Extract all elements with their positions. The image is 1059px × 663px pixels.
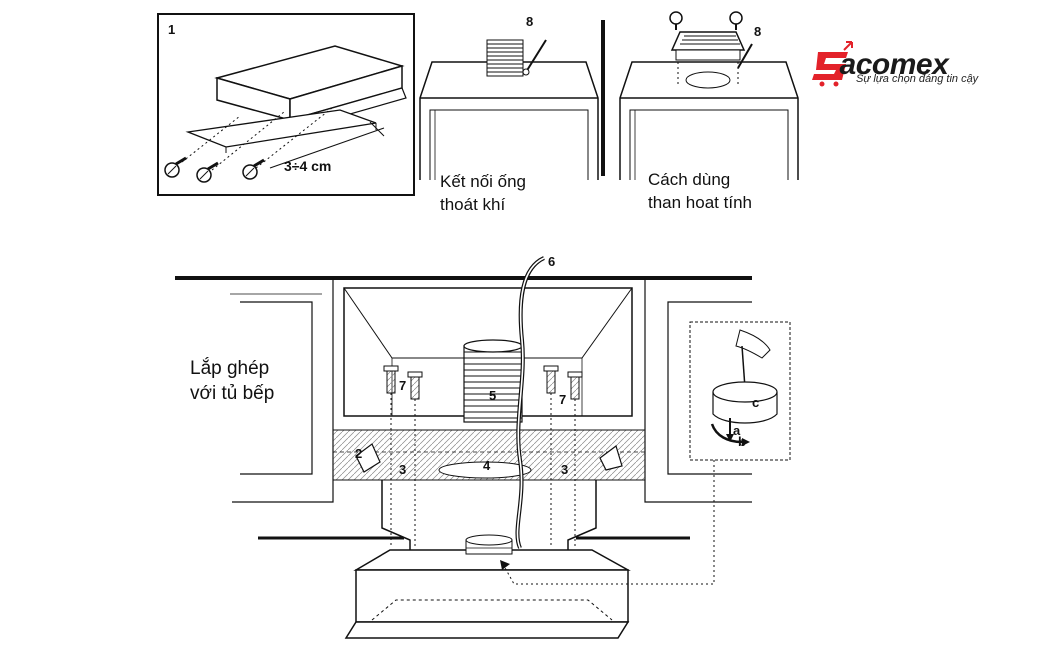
screw-icon: [383, 365, 399, 548]
callout-3-right: 3: [561, 462, 569, 477]
callout-3-left: 3: [399, 462, 407, 477]
screw-icon: [407, 371, 423, 548]
duct-caption-line1: Kết nối ống: [440, 172, 527, 191]
callout-7-left: 7: [399, 378, 407, 393]
panel-3-step-label: 8: [754, 24, 762, 39]
screw-icon: [196, 161, 219, 183]
panel-2-step-label: 8: [526, 14, 534, 29]
carbon-filter-inset: [689, 321, 791, 461]
brand-name: Sacomex: [820, 48, 949, 82]
duct-icon: [486, 39, 524, 77]
callout-6: 6: [548, 254, 556, 269]
panel-1-mounting: [157, 13, 415, 196]
brand-initial: S: [820, 48, 840, 81]
flexible-duct-icon: [463, 339, 523, 423]
panel-1-step-label: 1: [168, 22, 176, 37]
screw-icon: [669, 11, 683, 86]
panel-2-duct-connection: [419, 39, 599, 180]
callout-5: 5: [489, 388, 497, 403]
cabinet-caption-line1: Lắp ghép: [190, 358, 270, 379]
duct-caption-line2: thoát khí: [440, 195, 506, 214]
filter-caption-line1: Cách dùng: [648, 170, 731, 189]
screw-icon: [729, 11, 743, 86]
callout-7-right: 7: [559, 392, 567, 407]
panel-3-carbon-filter: [619, 11, 799, 180]
callout-4: 4: [483, 458, 491, 473]
screw-icon: [242, 158, 265, 180]
cabinet-caption-line2: với tủ bếp: [190, 383, 275, 404]
dimension-label: 3÷4 cm: [284, 158, 332, 174]
inset-label-b: b: [738, 434, 746, 449]
sacomex-logo-icon: [812, 41, 853, 87]
main-assembly: [175, 256, 791, 639]
range-hood-icon: [344, 534, 631, 639]
brand-tagline: Sự lựa chọn đáng tin cậy: [856, 73, 979, 85]
carbon-filter-icon: [670, 31, 746, 61]
inset-label-a: a: [733, 423, 741, 438]
screw-icon: [164, 156, 187, 178]
inset-label-c: c: [752, 395, 760, 410]
callout-2: 2: [355, 446, 363, 461]
screw-icon: [567, 371, 583, 548]
screw-icon: [543, 365, 559, 548]
brand-name-rest: acomex: [839, 48, 949, 81]
filter-caption-line2: than hoat tính: [648, 193, 752, 212]
